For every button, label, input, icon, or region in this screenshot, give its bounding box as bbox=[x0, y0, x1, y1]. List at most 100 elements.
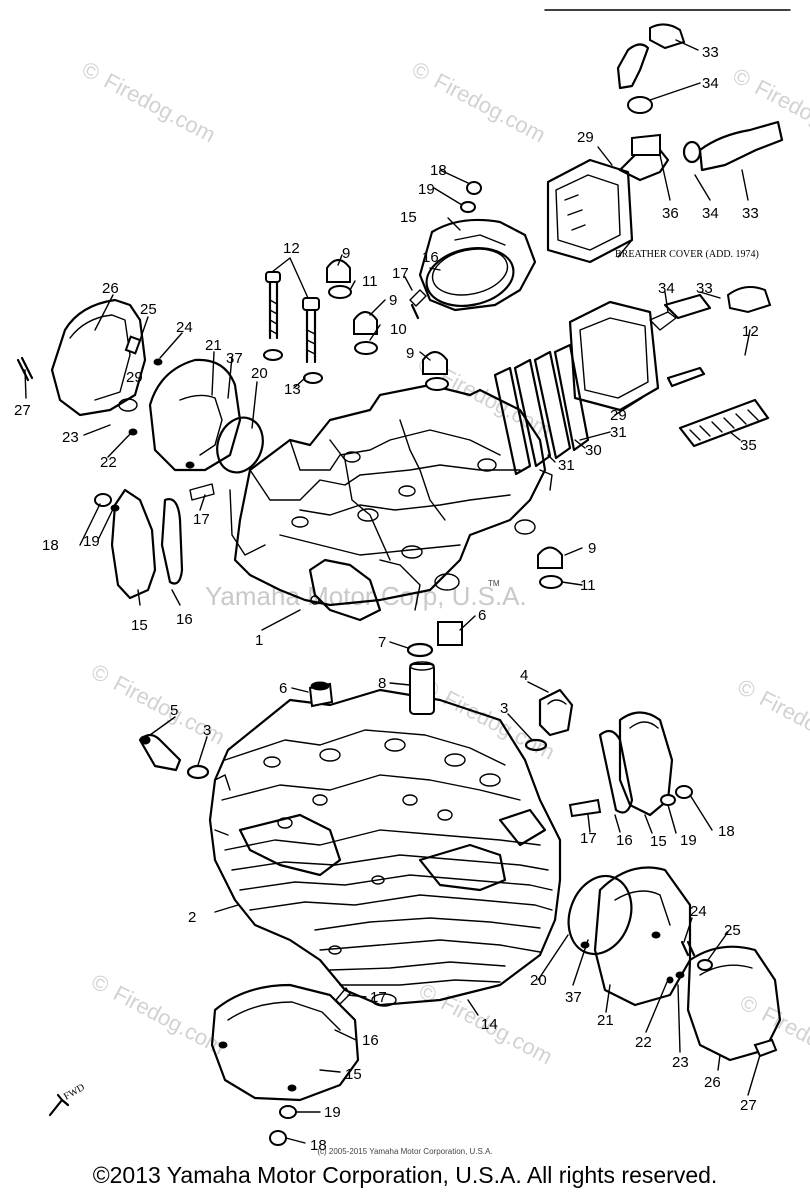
callout-19: 19 bbox=[680, 832, 697, 849]
callout-25: 25 bbox=[724, 922, 741, 939]
callout-11: 11 bbox=[362, 273, 378, 290]
callout-19: 19 bbox=[324, 1104, 341, 1121]
breather-note: BREATHER COVER (ADD. 1974) bbox=[615, 249, 759, 260]
callout-18: 18 bbox=[42, 537, 59, 554]
callout-5: 5 bbox=[170, 702, 178, 719]
callout-16: 16 bbox=[176, 611, 193, 628]
fwd-arrow-icon: FWD bbox=[48, 1082, 87, 1117]
callout-20: 20 bbox=[530, 972, 547, 989]
callout-33: 33 bbox=[696, 280, 713, 297]
callout-18: 18 bbox=[430, 162, 447, 179]
watermark-layer: © Firedog.com © Firedog.com © Firedog.co… bbox=[78, 56, 810, 1080]
breather-cover-2 bbox=[493, 285, 772, 476]
callout-17: 17 bbox=[370, 989, 387, 1006]
callout-21: 21 bbox=[597, 1012, 614, 1029]
callout-15: 15 bbox=[345, 1066, 362, 1083]
copyright-notice: ©2013 Yamaha Motor Corporation, U.S.A. A… bbox=[92, 1162, 718, 1188]
callout-24: 24 bbox=[690, 903, 707, 920]
callout-19: 19 bbox=[418, 181, 435, 198]
callout-23: 23 bbox=[62, 429, 79, 446]
callout-21: 21 bbox=[205, 337, 222, 354]
callout-11: 11 bbox=[580, 577, 596, 594]
firedog-symbol: © bbox=[408, 56, 434, 86]
callout-22: 22 bbox=[635, 1034, 652, 1051]
callout-18: 18 bbox=[310, 1137, 327, 1154]
trademark-mark: TM bbox=[488, 579, 500, 588]
callout-10: 10 bbox=[390, 321, 407, 338]
callout-3: 3 bbox=[203, 722, 211, 739]
callout-16: 16 bbox=[616, 832, 633, 849]
callout-33: 33 bbox=[702, 44, 719, 61]
callout-22: 22 bbox=[100, 454, 117, 471]
fwd-label: FWD bbox=[62, 1082, 87, 1103]
callout-24: 24 bbox=[176, 319, 193, 336]
callout-6: 6 bbox=[279, 680, 287, 697]
callout-8: 8 bbox=[378, 675, 386, 692]
callout-37: 37 bbox=[565, 989, 582, 1006]
callout-4: 4 bbox=[520, 667, 528, 684]
callout-29: 29 bbox=[577, 129, 594, 146]
callout-35: 35 bbox=[740, 437, 757, 454]
firedog-symbol: © bbox=[736, 989, 762, 1019]
upper-bolts bbox=[263, 259, 563, 589]
callout-12: 12 bbox=[742, 323, 759, 340]
callout-23: 23 bbox=[672, 1054, 689, 1071]
lower-right-covers bbox=[567, 711, 782, 1062]
callout-31: 31 bbox=[610, 424, 627, 441]
firedog-watermark: Firedog.com bbox=[109, 980, 229, 1059]
callout-34: 34 bbox=[658, 280, 675, 297]
firedog-symbol: © bbox=[729, 63, 755, 93]
callout-18: 18 bbox=[718, 823, 735, 840]
firedog-watermark: Firedog.com bbox=[100, 68, 220, 147]
head-cover bbox=[229, 383, 553, 622]
firedog-watermark: Firedog.com bbox=[430, 68, 550, 147]
callout-26: 26 bbox=[102, 280, 119, 297]
callout-17: 17 bbox=[193, 511, 210, 528]
callout-14: 14 bbox=[481, 1016, 498, 1033]
callouts: 1 2 3 3 4 5 6 6 7 8 9 9 9 9 10 11 11 12 … bbox=[14, 44, 759, 1154]
leader-lines bbox=[24, 39, 761, 1144]
lower-small-parts bbox=[138, 621, 574, 780]
callout-19: 19 bbox=[83, 533, 100, 550]
callout-17: 17 bbox=[392, 265, 409, 282]
callout-2: 2 bbox=[188, 909, 196, 926]
callout-26: 26 bbox=[704, 1074, 721, 1091]
small-copyright: (c) 2005-2015 Yamaha Motor Corporation, … bbox=[317, 1147, 492, 1156]
firedog-symbol: © bbox=[87, 659, 113, 689]
callout-27: 27 bbox=[14, 402, 31, 419]
firedog-symbol: © bbox=[734, 674, 760, 704]
callout-36: 36 bbox=[662, 205, 679, 222]
callout-25: 25 bbox=[140, 301, 157, 318]
callout-9: 9 bbox=[342, 245, 350, 262]
callout-12: 12 bbox=[283, 240, 300, 257]
callout-1: 1 bbox=[255, 632, 263, 649]
callout-7: 7 bbox=[378, 634, 386, 651]
upper-right-cover bbox=[409, 181, 537, 320]
yamaha-watermark: Yamaha Motor Corp, U.S.A. bbox=[205, 581, 527, 611]
callout-9: 9 bbox=[588, 540, 596, 557]
callout-31: 31 bbox=[558, 457, 575, 474]
callout-13: 13 bbox=[284, 381, 301, 398]
callout-15: 15 bbox=[650, 833, 667, 850]
callout-29: 29 bbox=[126, 369, 143, 386]
firedog-symbol: © bbox=[87, 969, 113, 999]
callout-6: 6 bbox=[478, 607, 486, 624]
callout-3: 3 bbox=[500, 700, 508, 717]
callout-9: 9 bbox=[389, 292, 397, 309]
callout-27: 27 bbox=[740, 1097, 757, 1114]
lower-left-cover: FWD bbox=[48, 983, 360, 1146]
callout-15: 15 bbox=[131, 617, 148, 634]
callout-30: 30 bbox=[585, 442, 602, 459]
callout-9: 9 bbox=[406, 345, 414, 362]
firedog-watermark: Firedog.com bbox=[751, 74, 810, 153]
callout-29: 29 bbox=[610, 407, 627, 424]
firedog-symbol: © bbox=[78, 56, 104, 86]
callout-16: 16 bbox=[422, 249, 439, 266]
callout-15: 15 bbox=[400, 209, 417, 226]
callout-34: 34 bbox=[702, 205, 719, 222]
firedog-watermark: Firedog.com bbox=[756, 686, 810, 765]
callout-17: 17 bbox=[580, 830, 597, 847]
callout-20: 20 bbox=[251, 365, 268, 382]
callout-34: 34 bbox=[702, 75, 719, 92]
